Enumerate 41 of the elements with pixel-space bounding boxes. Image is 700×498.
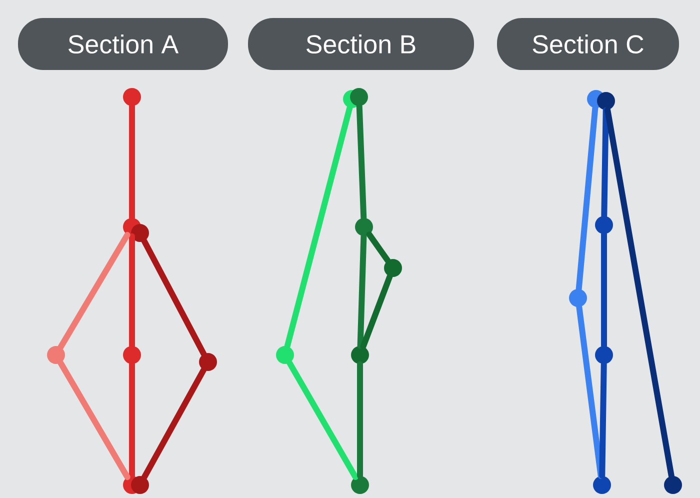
line (604, 107, 674, 479)
dot (123, 346, 141, 364)
section-label: Section A (18, 18, 228, 70)
dot (47, 346, 65, 364)
dot (350, 88, 368, 106)
line (366, 232, 391, 264)
line (601, 107, 609, 219)
line (357, 233, 367, 349)
dot (131, 476, 149, 494)
section-label: Section C (497, 18, 679, 70)
line (356, 103, 367, 221)
section-label: Section B (248, 18, 474, 70)
dot (597, 92, 615, 110)
dot (351, 476, 369, 494)
line (284, 104, 353, 350)
dot (199, 353, 217, 371)
line (58, 232, 130, 350)
line (601, 231, 607, 349)
dot (664, 476, 682, 494)
line (599, 361, 607, 479)
line (129, 233, 135, 349)
line (129, 361, 135, 479)
dot (123, 88, 141, 106)
line (357, 361, 363, 479)
line (141, 238, 207, 357)
line (576, 304, 604, 479)
line (576, 105, 598, 292)
line (360, 274, 393, 350)
line (141, 367, 207, 480)
dot (351, 346, 369, 364)
dot (384, 259, 402, 277)
line (286, 360, 358, 480)
dot (569, 289, 587, 307)
dot (131, 224, 149, 242)
dot (595, 346, 613, 364)
dot (593, 476, 611, 494)
line (129, 103, 135, 221)
dot (595, 216, 613, 234)
dot (355, 218, 373, 236)
line (58, 360, 130, 480)
dot (276, 346, 294, 364)
